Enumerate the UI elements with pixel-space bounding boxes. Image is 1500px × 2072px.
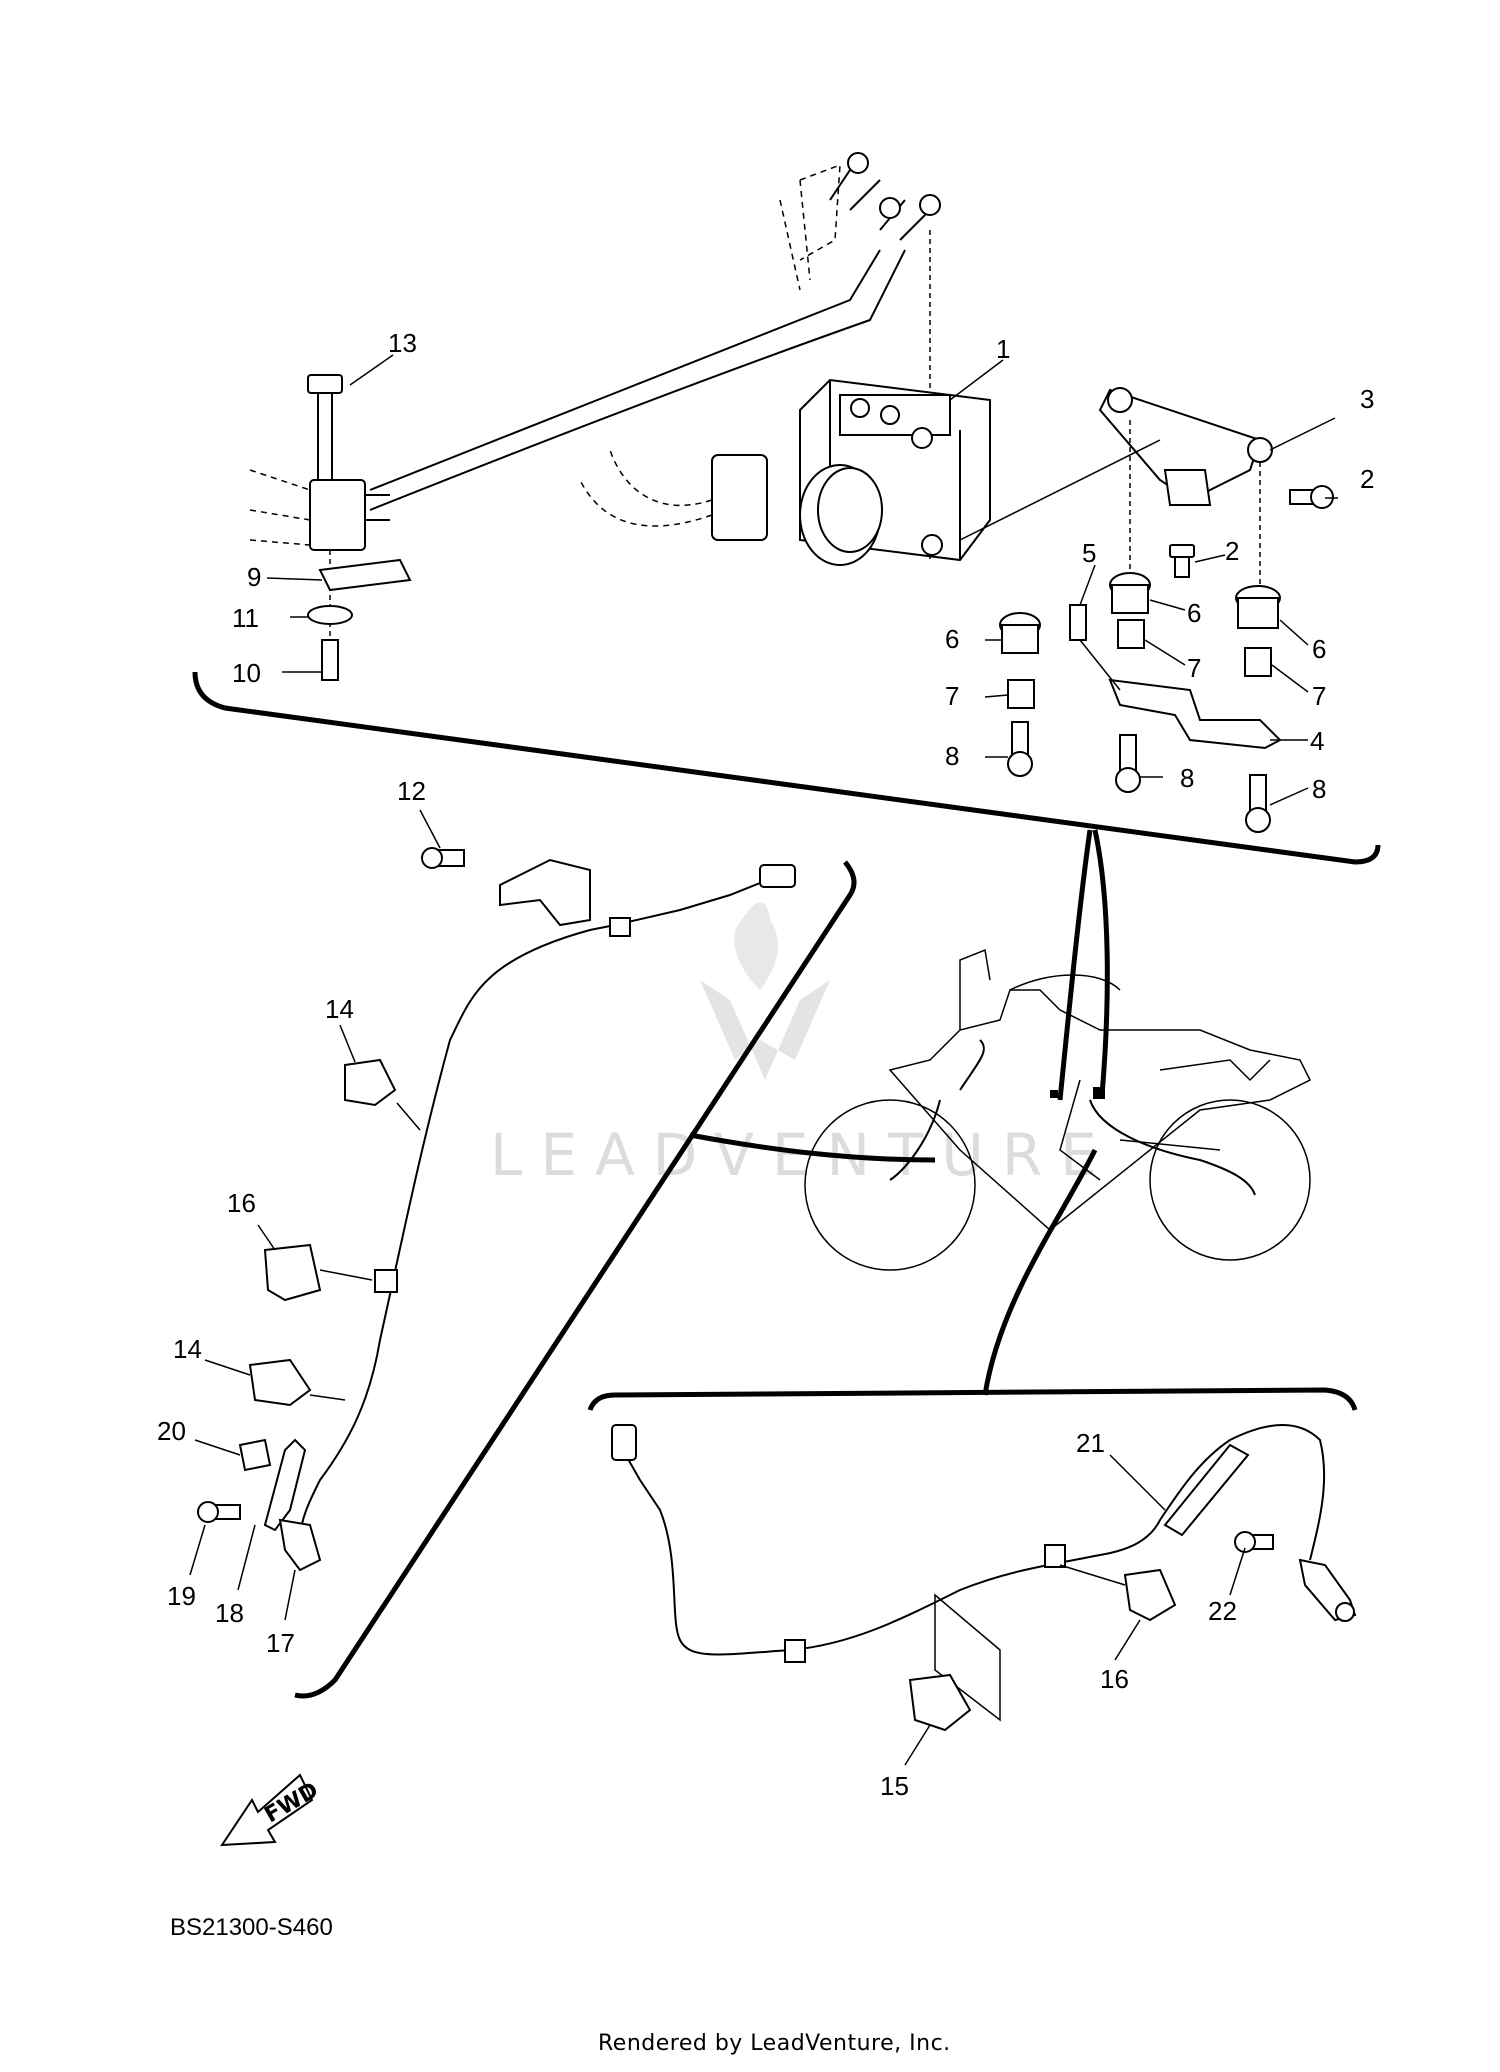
bottom-leader-lines [904, 1454, 1246, 1766]
callout-numbers: 1 2 2 3 4 5 6 6 6 7 7 7 8 8 8 9 10 11 12… [157, 328, 1374, 1801]
clip-16-rear [1123, 1568, 1177, 1622]
bottom-pointer [982, 1148, 1098, 1396]
top-pointer-1 [1057, 829, 1093, 1101]
callout-1: 1 [996, 334, 1010, 364]
washer-11 [307, 605, 353, 625]
brake-hoses [369, 152, 941, 560]
callout-6-right: 6 [1312, 634, 1326, 664]
collar-7-left [1007, 679, 1035, 709]
rear-wheel [1149, 1099, 1311, 1261]
bolt-5 [1069, 604, 1087, 641]
left-leader-lines [189, 809, 441, 1621]
callout-7-mid: 7 [1187, 653, 1201, 683]
callout-15: 15 [880, 1771, 909, 1801]
abs-hydraulic-unit [579, 378, 991, 566]
front-sensor-lead [299, 874, 781, 1541]
callout-12: 12 [397, 776, 426, 806]
callout-8-right: 8 [1312, 774, 1326, 804]
front-wheel-sensor-17 [278, 1518, 322, 1572]
diagram-code: BS21300-S460 [170, 1914, 333, 1941]
fwd-arrow: FWD [220, 1773, 323, 1847]
callout-11: 11 [232, 603, 259, 633]
bolt-10 [321, 639, 339, 681]
callout-7-left: 7 [945, 681, 959, 711]
watermark-logo-icon [700, 980, 830, 1080]
callout-6-left: 6 [945, 624, 959, 654]
abs-bracket-3 [959, 387, 1336, 590]
mounting-plate [934, 1593, 1001, 1722]
callout-4: 4 [1310, 726, 1324, 756]
callout-10: 10 [232, 658, 261, 688]
callout-3: 3 [1360, 384, 1374, 414]
left-pointer [689, 1132, 936, 1163]
sensor-bracket-12 [499, 858, 591, 927]
callout-14-lower: 14 [173, 1334, 202, 1364]
hose-joint-assembly [249, 374, 412, 681]
left-panel [189, 809, 857, 1699]
callout-7-right: 7 [1312, 681, 1326, 711]
callout-8-mid: 8 [1180, 763, 1194, 793]
clamp-14-upper [344, 1058, 397, 1107]
bottom-panel [587, 1387, 1358, 1766]
rendered-by: Rendered by LeadVenture, Inc. [598, 2031, 951, 2056]
abs-connector [711, 454, 768, 541]
clip-20 [238, 1438, 272, 1472]
callout-18: 18 [215, 1598, 244, 1628]
collar-7-mid [1117, 619, 1145, 649]
rear-sensor-connector [611, 1424, 637, 1461]
top-panel [192, 152, 1381, 865]
callout-6-mid: 6 [1187, 598, 1201, 628]
fwd-arrow-icon [220, 1773, 314, 1847]
callout-8-left: 8 [945, 741, 959, 771]
rear-sensor-sleeve [1163, 1443, 1250, 1537]
callout-17: 17 [266, 1628, 295, 1658]
clamp-15 [908, 1673, 972, 1732]
callout-20: 20 [157, 1416, 186, 1446]
callout-21: 21 [1076, 1428, 1105, 1458]
watermark-text: LEADVENTURE [490, 1121, 1115, 1189]
collar-7-right [1244, 647, 1272, 677]
clip-16-left [263, 1243, 322, 1302]
watermark: LEADVENTURE [490, 902, 1115, 1189]
bracket-9 [318, 558, 412, 592]
callout-22: 22 [1208, 1596, 1237, 1626]
callout-19: 19 [167, 1581, 196, 1611]
top-leader-lines [266, 354, 1338, 806]
left-panel-border [294, 860, 857, 1699]
watermark-flame-icon [734, 902, 778, 990]
top-pointer-2 [1092, 829, 1110, 1096]
bottom-panel-border [587, 1387, 1358, 1411]
bolt-2-lower [1174, 554, 1190, 578]
callout-5: 5 [1082, 538, 1096, 568]
callout-2-right: 2 [1360, 464, 1374, 494]
lower-bracket-4 [1108, 678, 1282, 750]
top-panel-border [192, 671, 1381, 865]
callout-14-upper: 14 [325, 994, 354, 1024]
callout-2-lower: 2 [1225, 536, 1239, 566]
front-sensor-connector [759, 864, 796, 888]
callout-13: 13 [388, 328, 417, 358]
front-wheel [804, 1099, 976, 1271]
bolt-13 [317, 384, 333, 481]
callout-16-rear: 16 [1100, 1664, 1129, 1694]
callout-16-left: 16 [227, 1188, 256, 1218]
callout-9: 9 [247, 562, 261, 592]
bike-body [888, 989, 1312, 1231]
bracket-18 [263, 1438, 307, 1532]
clamp-14-lower [248, 1358, 312, 1407]
